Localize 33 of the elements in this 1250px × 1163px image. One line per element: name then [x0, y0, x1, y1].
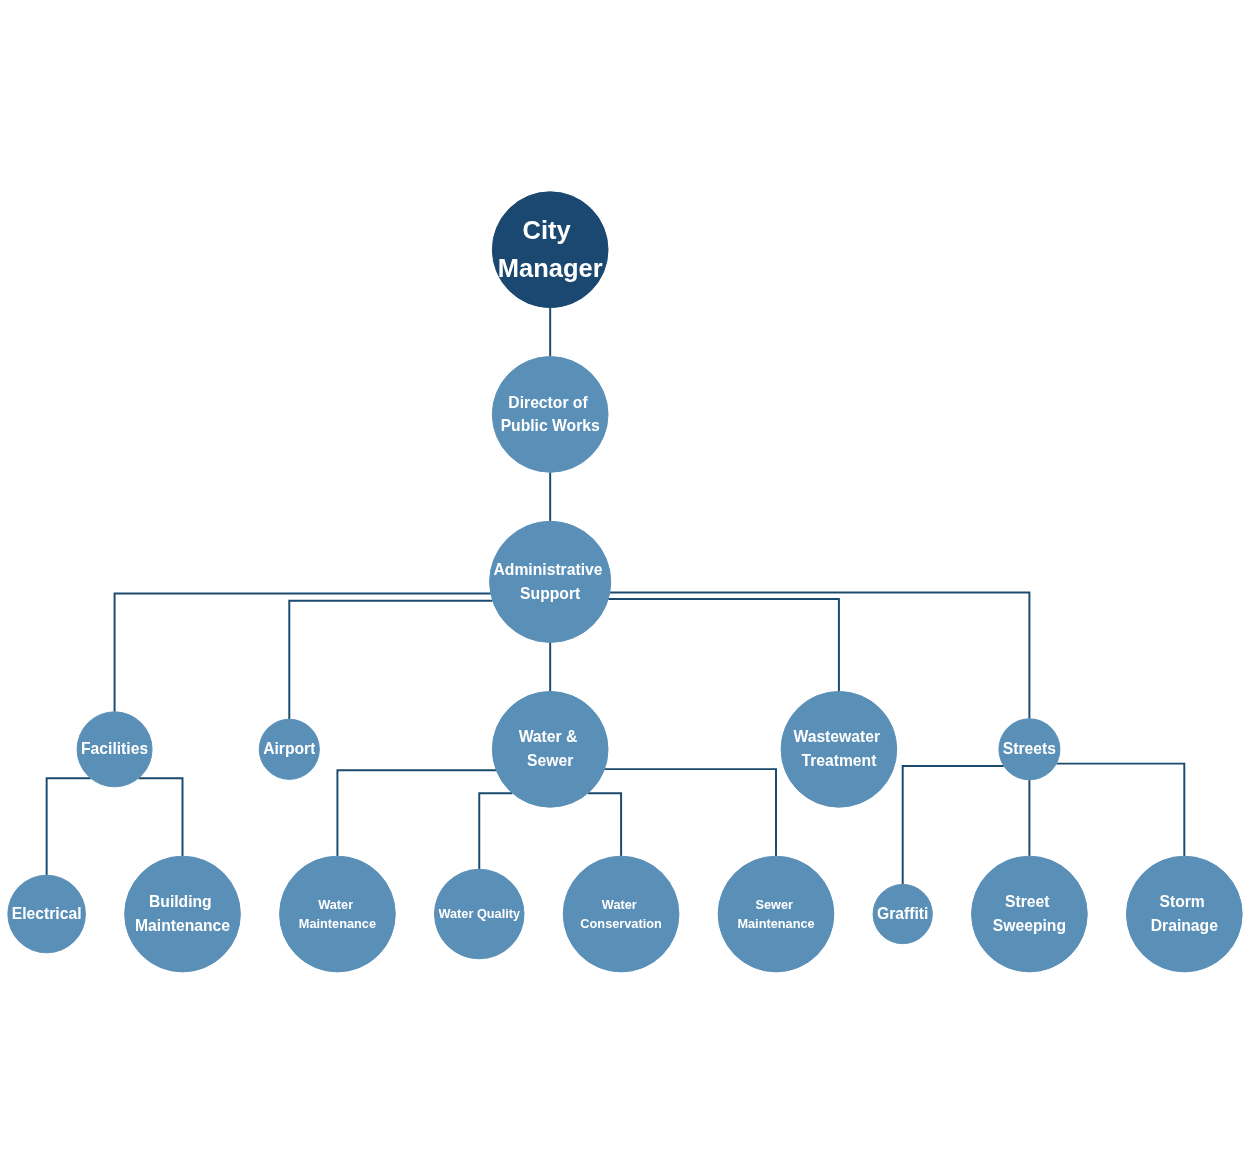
- connector: [549, 470, 552, 522]
- node-circle: Graffiti: [872, 883, 933, 944]
- node-circle: Water Maintenance: [279, 855, 396, 972]
- node-circle: Sewer Maintenance: [717, 855, 835, 972]
- connector: [586, 791, 623, 857]
- connector: [288, 599, 494, 720]
- node-circle: Director of Public Works: [491, 355, 609, 473]
- node-circle: Street Sweeping: [971, 855, 1088, 972]
- node-circle: Facilities: [76, 710, 153, 787]
- connector: [603, 767, 777, 857]
- node-circle: Water Conservation: [562, 855, 680, 972]
- node-circle: Electrical: [7, 874, 86, 953]
- node-circle: Streets: [998, 717, 1061, 780]
- node-circle: Administrative Support: [489, 520, 612, 643]
- connector: [549, 306, 552, 358]
- connector: [45, 776, 92, 876]
- connector: [1028, 778, 1031, 857]
- node-circle: Water Quality: [434, 868, 525, 959]
- node-circle: City Manager: [491, 191, 609, 308]
- node-circle: Water & Sewer: [491, 690, 609, 808]
- connector: [901, 764, 1005, 885]
- connector: [336, 768, 498, 857]
- connector: [1055, 762, 1186, 857]
- node-circle: Wastewater Treatment: [780, 690, 898, 808]
- node-circle: Building Maintenance: [124, 855, 241, 972]
- connector: [113, 592, 492, 713]
- connector: [607, 597, 840, 693]
- connector: [549, 641, 552, 693]
- connector: [478, 791, 514, 870]
- connector: [608, 591, 1031, 720]
- node-circle: Airport: [258, 718, 320, 780]
- node-circle: Storm Drainage: [1125, 855, 1243, 972]
- connector: [137, 776, 184, 857]
